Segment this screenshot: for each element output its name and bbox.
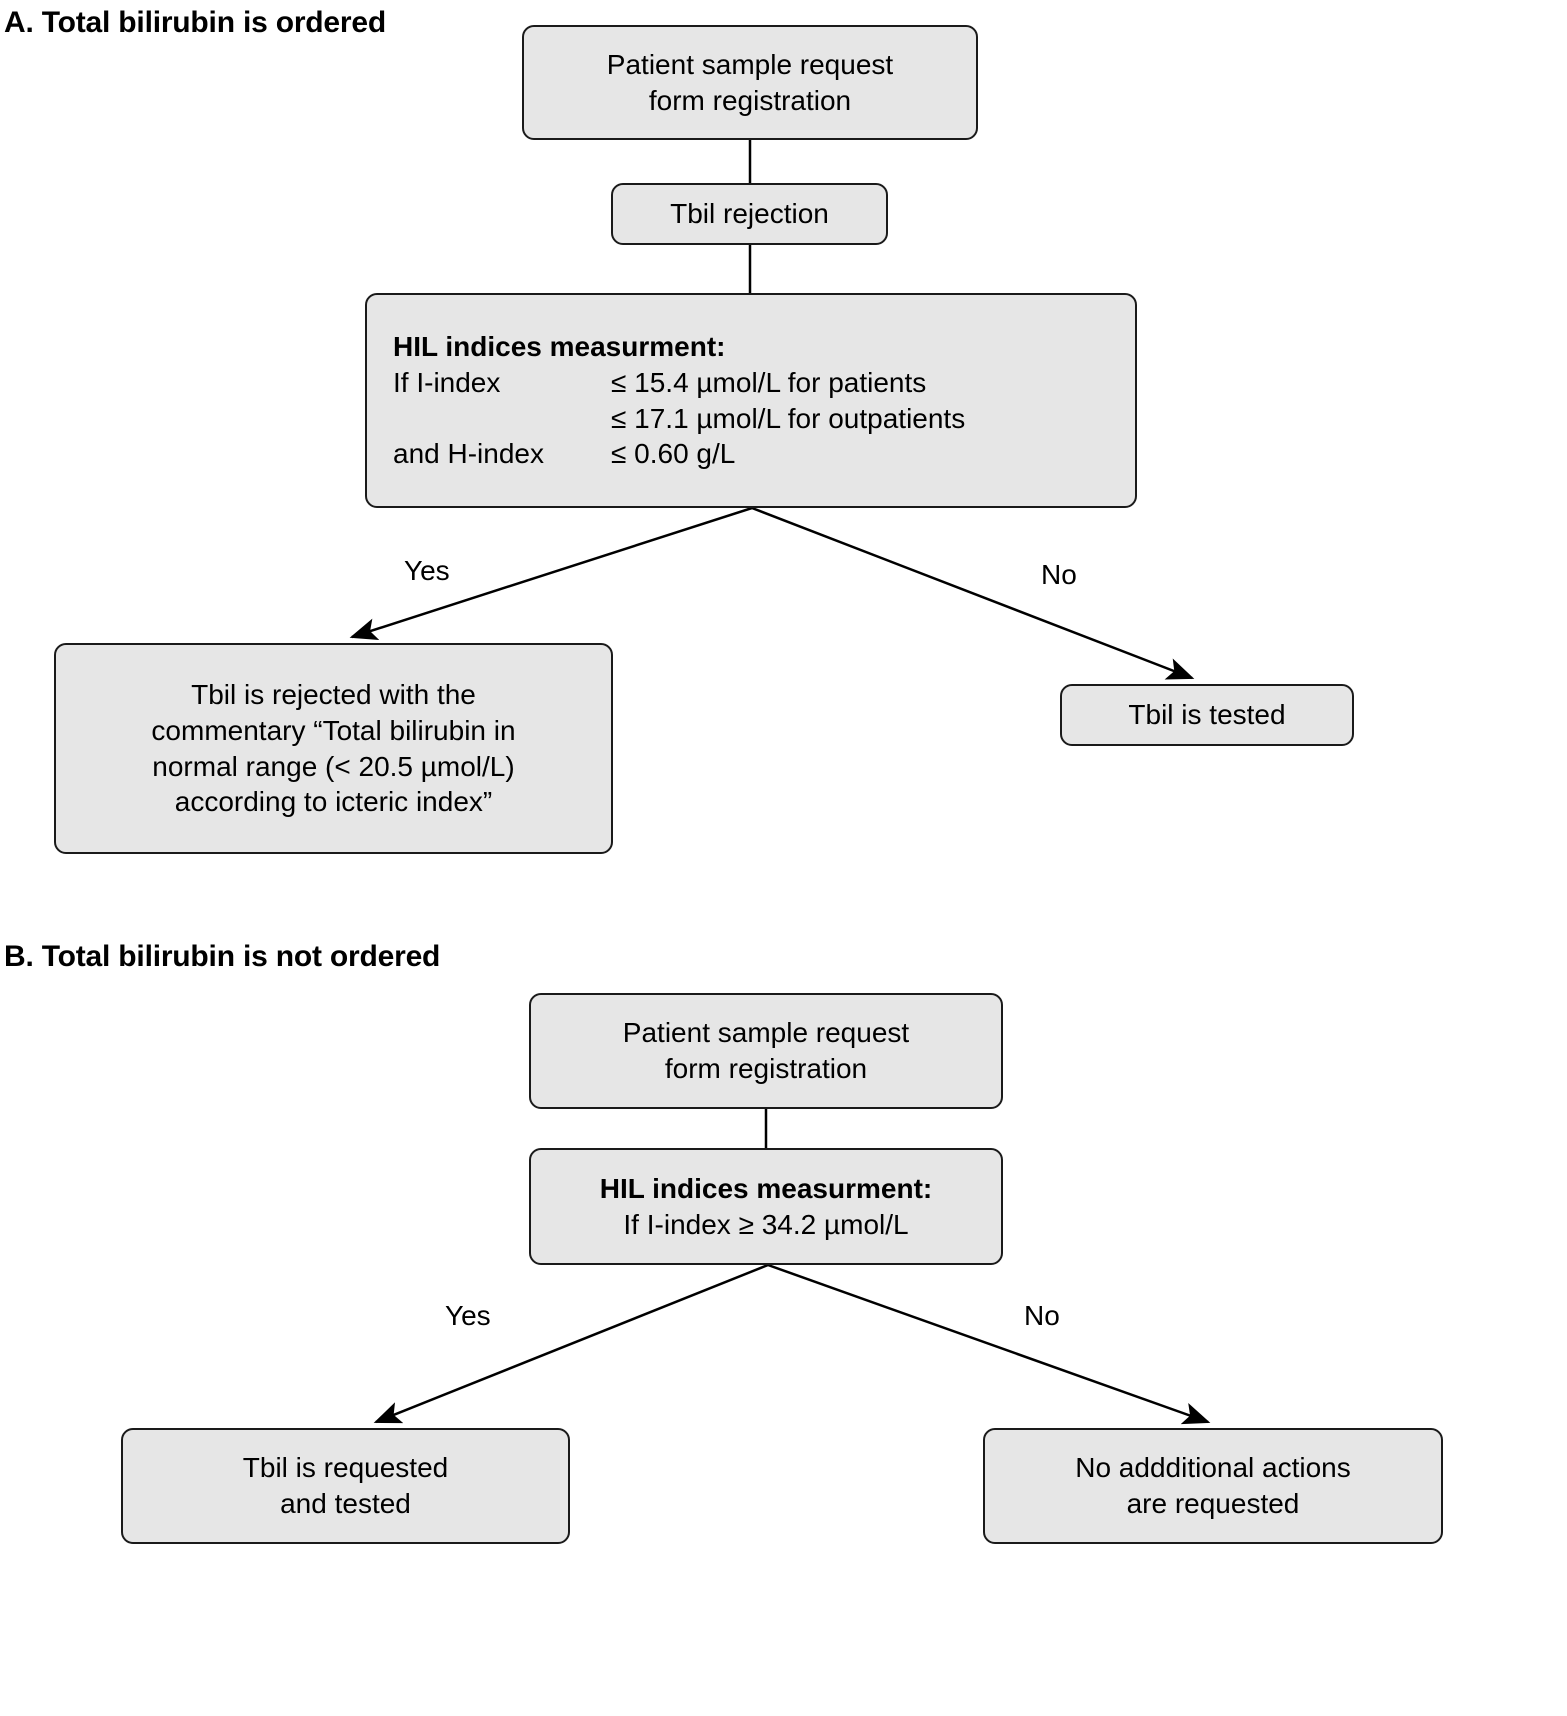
node-a-hil-condition-value-2: ≤ 17.1 µmol/L for outpatients (611, 402, 966, 434)
node-b-tbil-requested-and-tested: Tbil is requested and tested (121, 1428, 570, 1544)
node-a-hil-condition-row-3: and H-index ≤ 0.60 g/L (393, 436, 1115, 472)
node-b-no-additional-actions: No addditional actions are requested (983, 1428, 1443, 1544)
node-a-registration-line-1: Patient sample request (606, 48, 894, 80)
connector-a-hil-to-tested (751, 506, 1195, 680)
node-b-no-action-line-1: No addditional actions (1075, 1452, 1351, 1484)
node-a-rejected-line-1: Tbil is rejected with the (191, 678, 476, 710)
node-a-hil-condition-value-1: ≤ 15.4 µmol/L for patients (611, 366, 927, 398)
node-a-tbil-rejected-commentary: Tbil is rejected with the commentary “To… (54, 643, 613, 854)
node-b-registration-line-1: Patient sample request (622, 1017, 910, 1049)
node-a-tbil-is-tested: Tbil is tested (1060, 684, 1354, 746)
node-a-tbil-rejection-label: Tbil rejection (670, 198, 829, 230)
node-b-hil-indices: HIL indices measurment: If I-index ≥ 34.… (529, 1148, 1003, 1265)
node-b-hil-heading: HIL indices measurment: (599, 1172, 933, 1204)
connector-b-hil-to-requested (373, 1263, 769, 1424)
node-a-hil-condition-label-3: and H-index (393, 438, 544, 470)
node-a-rejected-line-3: normal range (< 20.5 µmol/L) (152, 750, 515, 782)
node-a-hil-condition-row-1: If I-index ≤ 15.4 µmol/L for patients (393, 365, 1115, 401)
node-b-patient-sample-request: Patient sample request form registration (529, 993, 1003, 1109)
node-b-requested-line-1: Tbil is requested (242, 1452, 449, 1484)
node-a-hil-condition-label-2 (393, 401, 611, 437)
node-a-hil-condition-row-2: ≤ 17.1 µmol/L for outpatients (393, 401, 1115, 437)
node-a-hil-condition-label-1: If I-index (393, 366, 501, 398)
node-a-hil-heading: HIL indices measurment: (393, 330, 726, 362)
panel-a-title: A. Total bilirubin is ordered (4, 6, 387, 39)
panel-b-title: B. Total bilirubin is not ordered (4, 940, 441, 973)
edge-label-b-yes: Yes (445, 1300, 491, 1331)
node-b-hil-condition: If I-index ≥ 34.2 µmol/L (623, 1208, 909, 1240)
node-b-registration-line-2: form registration (664, 1053, 868, 1084)
node-a-hil-condition-value-3: ≤ 0.60 g/L (611, 438, 736, 470)
connector-b-hil-to-no-action (767, 1263, 1211, 1425)
node-a-tbil-rejection: Tbil rejection (611, 183, 888, 245)
node-a-rejected-line-2: commentary “Total bilirubin in (151, 714, 516, 746)
node-a-patient-sample-request: Patient sample request form registration (522, 25, 978, 140)
node-a-registration-line-2: form registration (648, 84, 852, 116)
node-a-hil-indices: HIL indices measurment: If I-index ≤ 15.… (365, 293, 1137, 508)
node-b-no-action-line-2: are requested (1126, 1488, 1300, 1519)
edge-label-b-no: No (1024, 1300, 1060, 1331)
edge-label-a-no: No (1041, 559, 1077, 590)
node-b-requested-line-2: and tested (280, 1488, 411, 1519)
edge-label-a-yes: Yes (404, 555, 450, 586)
node-a-rejected-line-4: according to icteric index” (174, 786, 493, 818)
node-a-tested-label: Tbil is tested (1128, 699, 1286, 731)
